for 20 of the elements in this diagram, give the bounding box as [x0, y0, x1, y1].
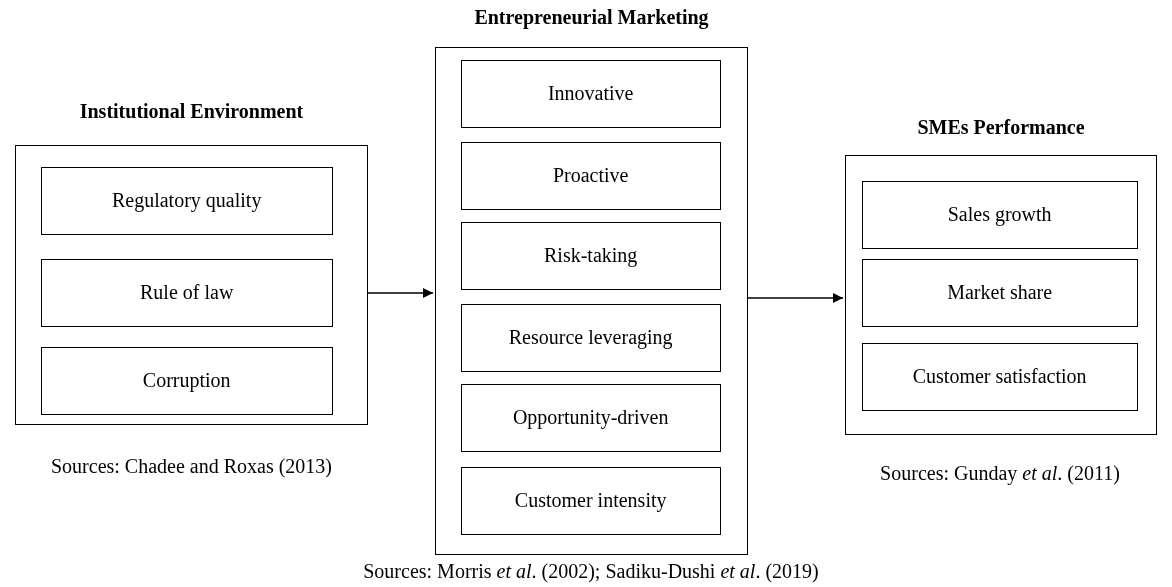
- group-heading: Entrepreneurial Marketing: [473, 6, 710, 29]
- factor-box: Regulatory quality: [40, 166, 333, 235]
- group-heading: Institutional Environment: [78, 100, 305, 123]
- group-heading: SMEs Performance: [916, 116, 1086, 139]
- factor-box: Corruption: [40, 346, 333, 415]
- arrow: [747, 293, 844, 303]
- factor-box: Customer satisfaction: [861, 342, 1138, 411]
- factor-box: Proactive: [460, 141, 721, 210]
- factor-box: Rule of law: [40, 258, 333, 327]
- factor-box: Resource leveraging: [460, 303, 721, 372]
- factor-box: Innovative: [460, 59, 721, 128]
- factor-box: Market share: [861, 258, 1138, 327]
- factor-box: Risk-taking: [460, 221, 721, 290]
- factor-box: Sales growth: [861, 180, 1138, 249]
- factor-box: Customer intensity: [460, 466, 721, 535]
- arrow: [367, 288, 434, 298]
- source-note: Sources: Gunday et al. (2011): [879, 462, 1121, 485]
- source-note: Sources: Morris et al. (2002); Sadiku-Dushi et al. (2019): [362, 560, 820, 583]
- factor-box: Opportunity-driven: [460, 383, 721, 452]
- source-note: Sources: Chadee and Roxas (2013): [49, 455, 333, 478]
